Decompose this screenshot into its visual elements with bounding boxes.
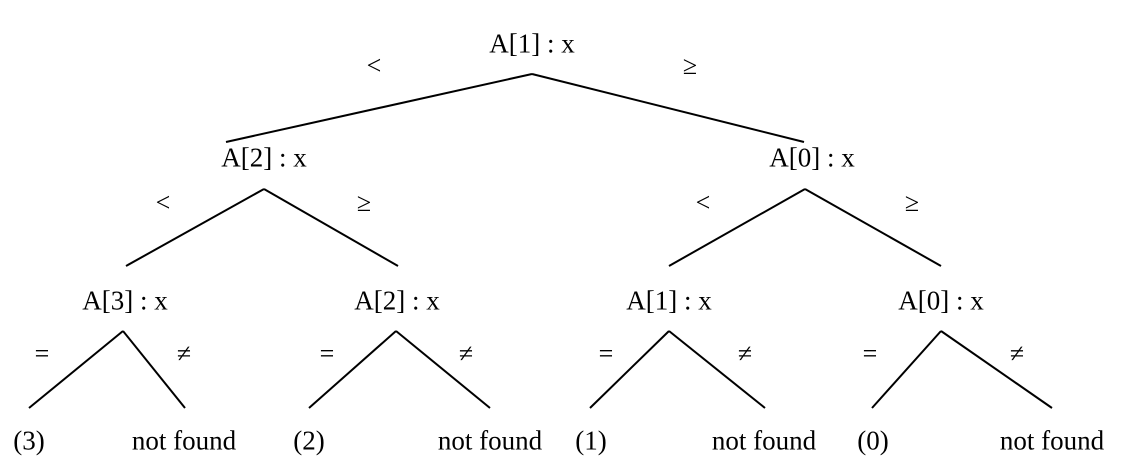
edge-root-right (531, 73, 805, 143)
leaf-result-0: (0) (857, 425, 889, 456)
edge-l3b-right (395, 330, 491, 409)
level2-left-left-edge-label: < (155, 188, 171, 217)
level2-node-right: A[0] : x (769, 142, 855, 173)
level3-node-3: A[1] : x (626, 285, 712, 316)
leaf-not-found-3: not found (711, 425, 817, 456)
leaf-result-1: (1) (575, 425, 607, 456)
edge-l2b-left (668, 188, 806, 267)
level3-node-3-right-edge-label: ≠ (737, 339, 753, 368)
root-left-edge-label: < (366, 51, 382, 80)
edge-l2a-left (125, 188, 265, 267)
leaf-not-found-4: not found (999, 425, 1105, 456)
root-node: A[1] : x (489, 28, 575, 59)
edge-root-left (225, 73, 533, 143)
level2-left-right-edge-label: ≥ (356, 188, 372, 217)
edge-l3a-left (28, 330, 124, 409)
level3-node-2-right-edge-label: ≠ (458, 339, 474, 368)
edge-l3b-left (308, 330, 397, 409)
edge-l3c-left (589, 330, 670, 409)
level3-node-2-left-edge-label: = (319, 339, 335, 368)
level3-node-1-left-edge-label: = (34, 339, 50, 368)
leaf-result-3: (3) (13, 425, 45, 456)
edge-l3d-left (871, 330, 942, 409)
level3-node-1-right-edge-label: ≠ (176, 339, 192, 368)
level2-right-right-edge-label: ≥ (904, 188, 920, 217)
root-right-edge-label: ≥ (682, 51, 698, 80)
level3-node-4-right-edge-label: ≠ (1009, 339, 1025, 368)
edge-l3d-right (940, 330, 1053, 409)
level2-node-left: A[2] : x (221, 142, 307, 173)
level3-node-4-left-edge-label: = (862, 339, 878, 368)
edge-l3c-right (668, 330, 766, 409)
edge-l2a-right (263, 188, 399, 267)
leaf-not-found-1: not found (131, 425, 237, 456)
leaf-result-2: (2) (293, 425, 325, 456)
level3-node-4: A[0] : x (898, 285, 984, 316)
level3-node-1: A[3] : x (82, 285, 168, 316)
level3-node-3-left-edge-label: = (598, 339, 614, 368)
edge-l2b-right (804, 188, 942, 267)
level2-right-left-edge-label: < (695, 188, 711, 217)
edge-l3a-right (122, 330, 186, 409)
leaf-not-found-2: not found (437, 425, 543, 456)
level3-node-2: A[2] : x (354, 285, 440, 316)
